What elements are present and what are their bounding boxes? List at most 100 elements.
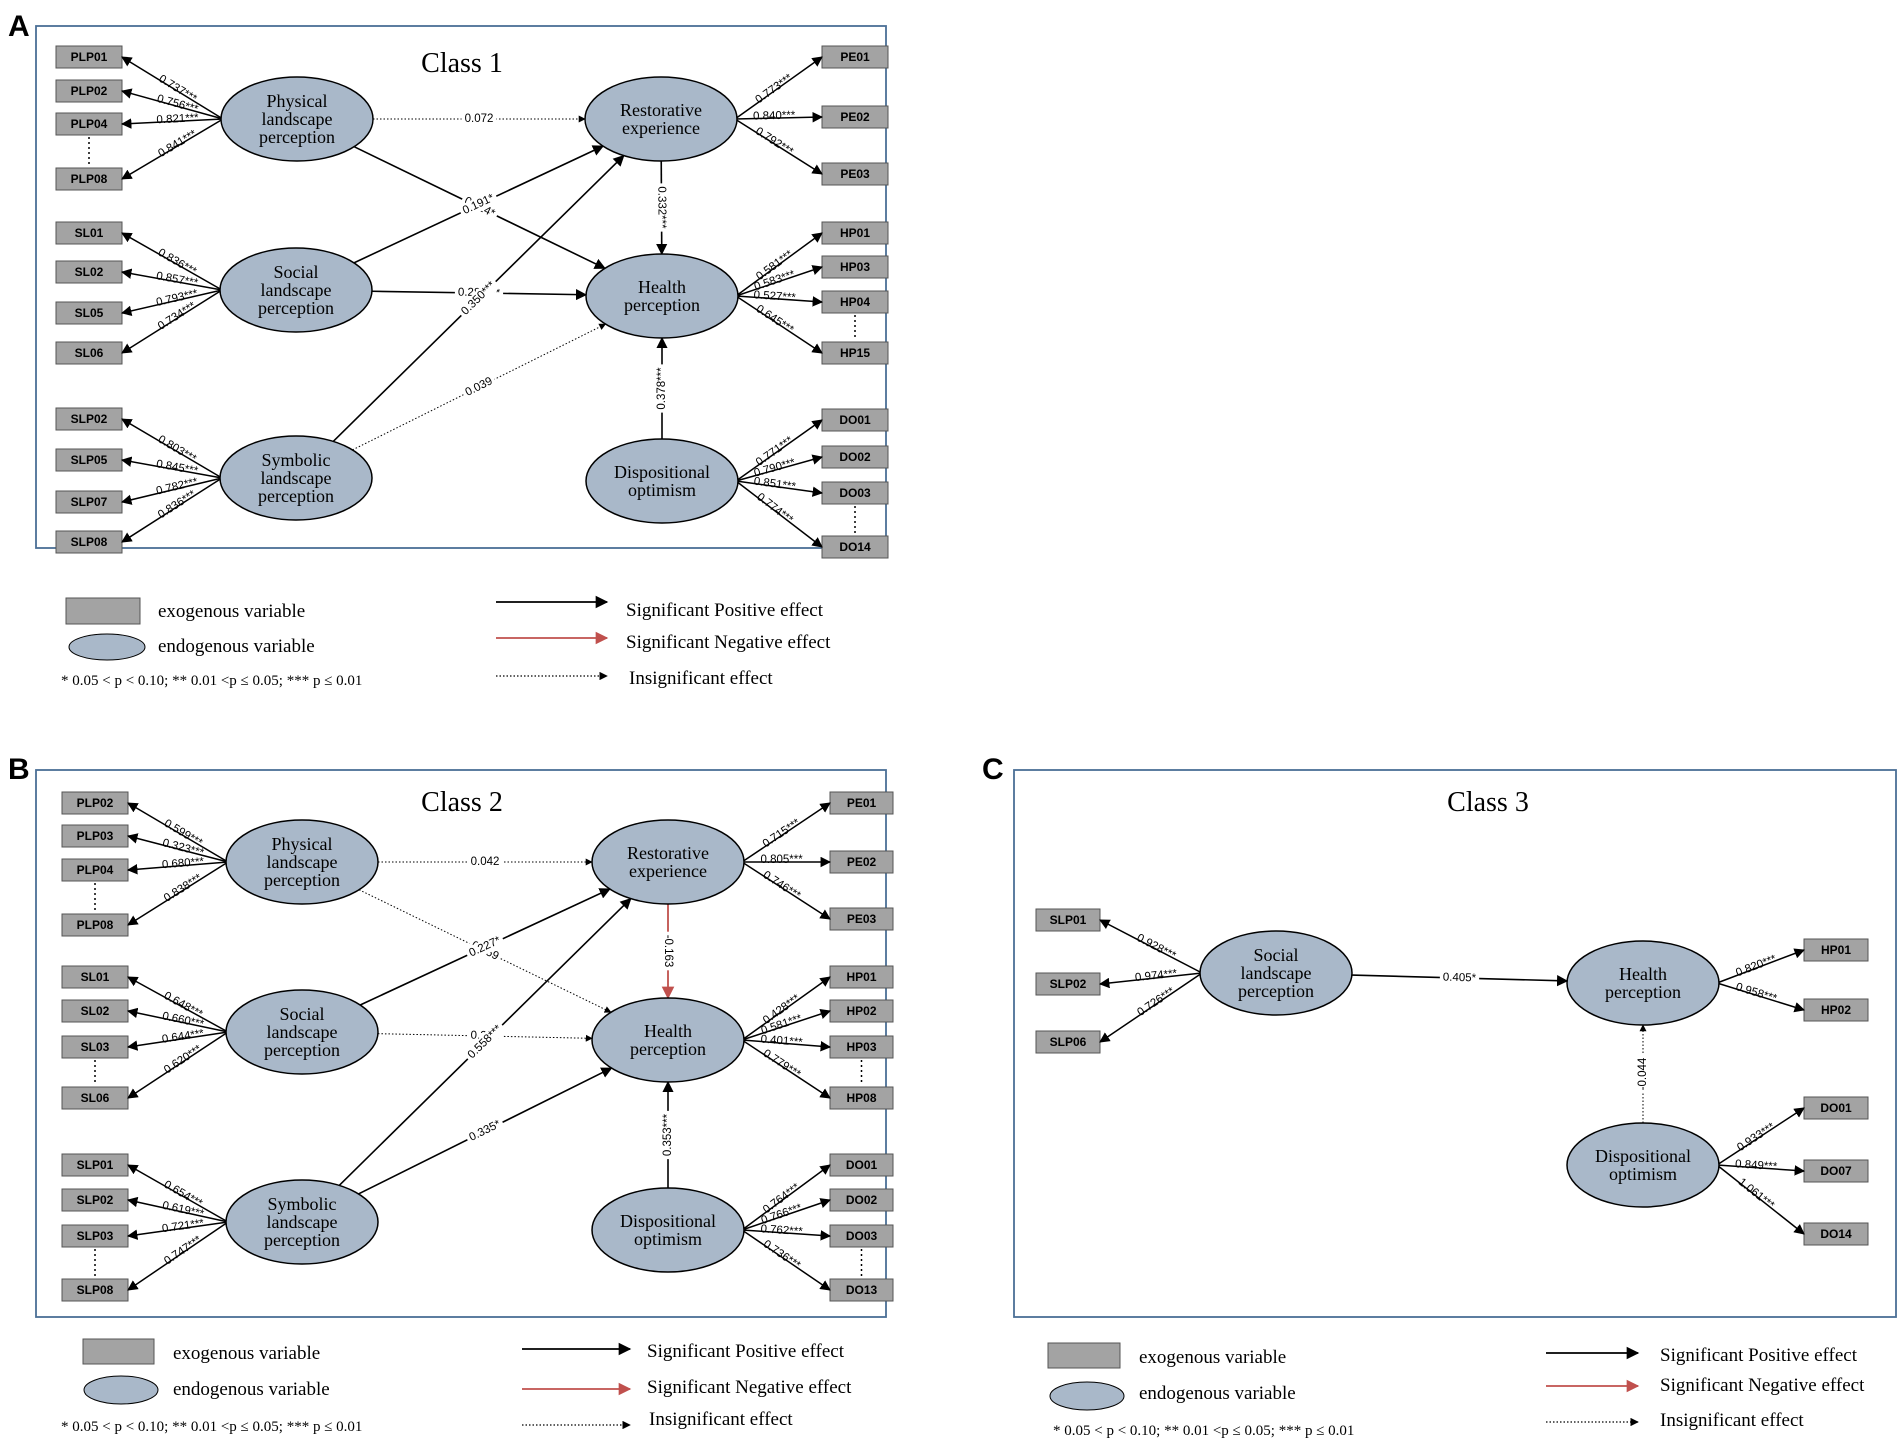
loading-arrow [1716,1164,1805,1235]
loading-coefficient: 0.746*** [761,869,803,902]
indicator-label: SL02 [81,1004,110,1018]
panel-letter: C [982,753,1004,786]
indicator-label: HP01 [1821,943,1851,957]
loading-arrow [120,88,224,120]
legend-negative-label: Significant Negative effect [1660,1375,1865,1396]
loading-arrow [741,1229,831,1291]
latent-ellipse [225,989,379,1075]
path-label-bg [456,276,501,321]
loading-coefficient: 0.644*** [161,1028,205,1046]
indicator-label: DO07 [1820,1164,1852,1178]
latent-label: landscape [262,109,333,129]
loading-arrow [120,268,223,291]
legend-positive-label: Significant Positive effect [626,600,824,621]
significance-note: * 0.05 < p < 0.10; ** 0.01 <p ≤ 0.05; **… [61,1419,362,1435]
latent-label: perception [624,295,700,315]
loading-arrow [120,118,224,129]
latent-ellipse [219,247,373,333]
loading-arrow [121,289,223,354]
indicator-label: SL01 [81,970,110,984]
loading-coefficient: 0.680*** [161,856,205,871]
loading-coefficient: 0.841*** [156,128,199,160]
latent-label: perception [1605,982,1681,1002]
panel-letter: B [8,753,30,786]
loading-arrow [741,1198,831,1231]
latent-label: landscape [261,468,332,488]
latent-label: Dispositional [614,462,710,482]
loading-arrow [126,833,229,863]
loading-arrow [735,454,824,482]
significance-note: * 0.05 < p < 0.10; ** 0.01 <p ≤ 0.05; **… [61,673,362,689]
latent-label: optimism [628,480,696,500]
legend-negative-label: Significant Negative effect [626,632,831,653]
legend-positive-label: Significant Positive effect [647,1341,845,1362]
latent-ellipse [225,819,379,905]
path-label-bg [462,1020,508,1064]
loading-arrow [741,1164,831,1231]
loading-arrow [735,419,823,482]
loading-arrow [735,295,823,354]
latent-label: perception [264,1040,340,1060]
indicator-label: HP08 [846,1091,876,1105]
legend-positive-label: Significant Positive effect [1660,1345,1858,1366]
path-coefficient: 0.353*** [662,1113,674,1156]
loading-coefficient: 0.840*** [753,110,796,123]
loading-arrow [127,802,229,863]
latent-label: Social [280,1004,325,1024]
latent-label: perception [1238,981,1314,1001]
significance-note: * 0.05 < p < 0.10; ** 0.01 <p ≤ 0.05; **… [1053,1423,1354,1439]
indicators-do: DO010.764***DO020.766***DO030.762***DO13… [741,1153,894,1302]
loading-arrow [127,976,229,1033]
path-label-bg [655,364,669,413]
path-coefficient: 0.405* [1443,972,1477,985]
latent-label: landscape [267,1212,338,1232]
indicator-label: PE03 [840,167,870,181]
indicator-label: PLP03 [77,829,114,843]
indicator-label: SLP08 [77,1283,114,1297]
path-coefficient: 0.042 [471,856,500,868]
latent-ellipse [1199,930,1353,1016]
indicator-label: SLP01 [1050,913,1087,927]
latent-ellipse [584,76,738,162]
loading-coefficient: 0.721*** [161,1217,205,1235]
latent-ellipse [591,997,745,1083]
loading-arrow [120,289,223,316]
indicator-label: SLP02 [77,1193,114,1207]
latent-label: landscape [1241,963,1312,983]
loading-arrow [1099,972,1203,1043]
legend-endogenous-label: endogenous variable [1139,1383,1296,1404]
path-label-bg [457,189,500,220]
loading-arrow [120,456,223,479]
loading-coefficient: 0.527*** [753,289,796,304]
legend-endogenous-label: endogenous variable [173,1379,330,1400]
latent-label: optimism [1609,1164,1677,1184]
latent-label: landscape [267,852,338,872]
loading-arrow [735,265,823,297]
path-label-bg [654,183,669,232]
latent-label: Physical [267,91,328,111]
loading-arrow [741,976,831,1041]
indicators-hp: HP010.581***HP030.583***HP040.527***HP15… [735,221,889,365]
latent-label: Social [274,262,319,282]
path-coefficient: -0.044 [1637,1057,1649,1090]
latent-label: perception [630,1039,706,1059]
loading-arrow [121,118,224,180]
indicator-label: PLP01 [71,50,108,64]
latent-ellipse [219,435,373,521]
indicator-label: DO02 [839,450,871,464]
latent-ellipse [591,819,745,905]
